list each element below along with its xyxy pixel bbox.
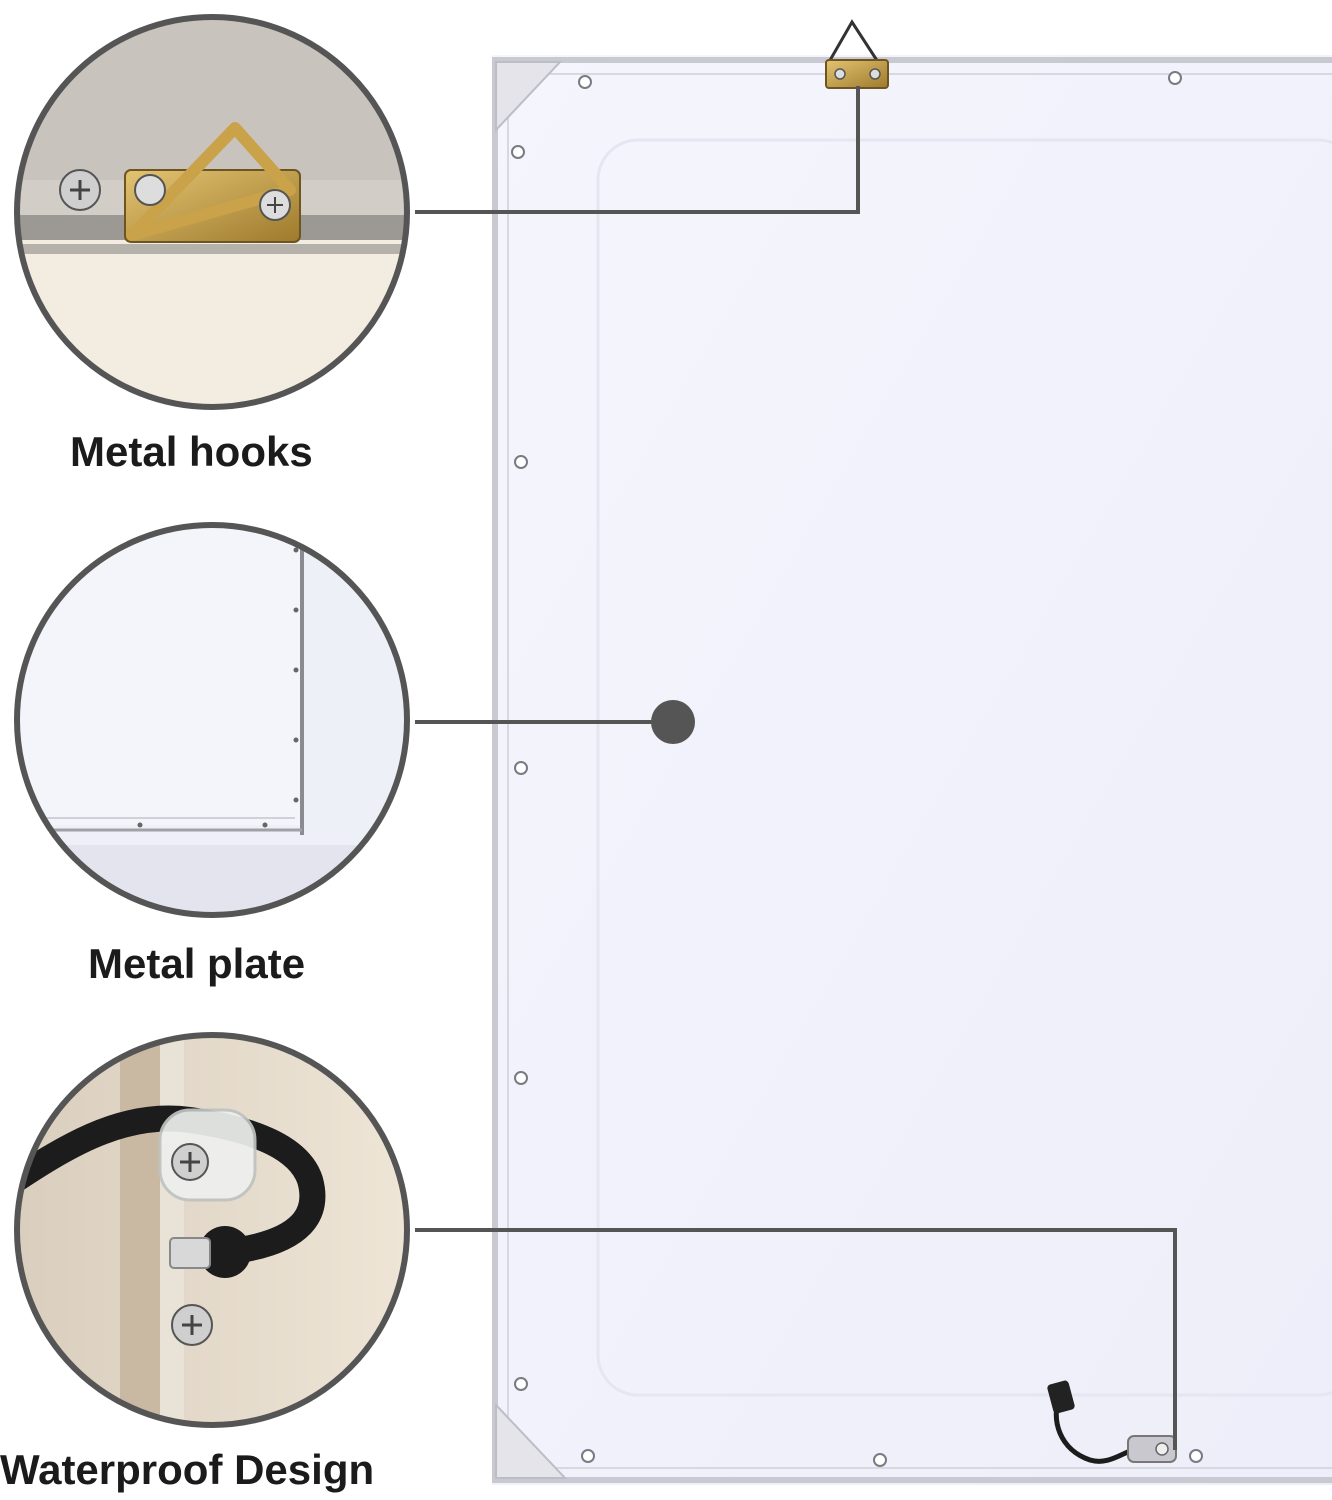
callout-dot [651, 700, 695, 744]
detail-circle-waterproof-design [14, 1032, 410, 1428]
caption-waterproof-design: Waterproof Design [0, 1446, 375, 1493]
caption-metal-plate: Metal plate [88, 940, 306, 987]
heating-panel [492, 19, 1332, 1485]
detail-circle-metal-plate [14, 522, 410, 918]
callout-lines [415, 86, 1177, 1450]
panel-cable-connector [1047, 1380, 1177, 1464]
caption-metal-hooks: Metal hooks [70, 428, 313, 475]
panel-hook [825, 19, 889, 89]
detail-circle-metal-hooks [14, 14, 410, 410]
